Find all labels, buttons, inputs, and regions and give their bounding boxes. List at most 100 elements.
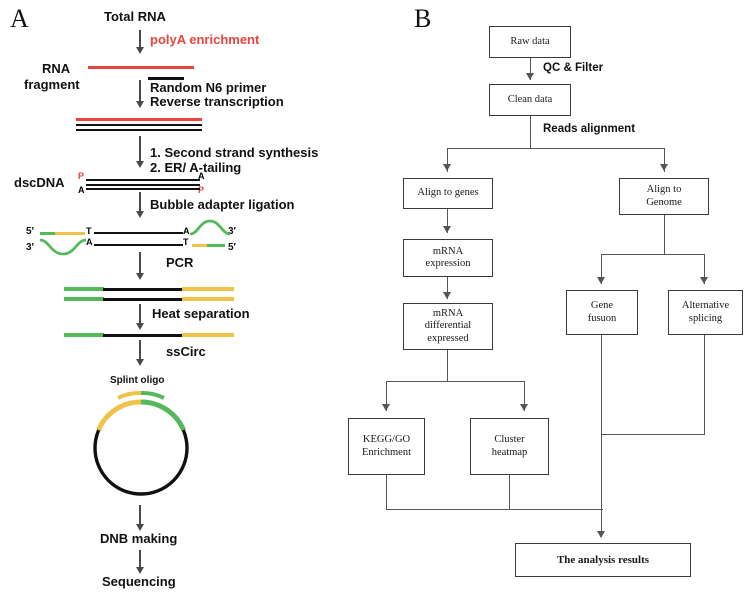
- node-align-to-genome[interactable]: Align to Genome: [619, 178, 709, 215]
- edge-bus-left-drop: [447, 147, 449, 172]
- pcr-strand1-insert: [103, 287, 183, 291]
- edge-fusion-down-to-results: [601, 335, 603, 520]
- label-rna-fragment-line1: RNA: [42, 61, 71, 76]
- ss-strand-insert: [103, 333, 183, 337]
- edge-expression-to-differential-arrowhead: [443, 292, 451, 299]
- edge-clean-to-bus: [529, 116, 531, 148]
- node-raw-data[interactable]: Raw data: [489, 26, 571, 58]
- label-splint-oligo: Splint oligo: [110, 375, 165, 386]
- node-analysis-results[interactable]: The analysis results: [515, 543, 691, 577]
- edge-bus-to-kegg: [386, 381, 388, 411]
- strand-dscdna-top: [86, 179, 200, 182]
- edge-genome-to-splicing-arrowhead: [699, 277, 708, 284]
- bubble-arc-bottom-left: [40, 238, 86, 256]
- edge-bus-left-arrowhead: [443, 164, 451, 171]
- label-heat-separation: Heat separation: [152, 306, 250, 321]
- node-cluster-heatmap[interactable]: Cluster heatmap: [470, 418, 549, 475]
- strand-dscdna-mid: [86, 183, 200, 186]
- mark-a-bottom-left: A: [86, 237, 93, 247]
- edge-bus-to-kegg-arrowhead: [382, 404, 390, 411]
- edge-genome-to-splicing: [703, 254, 705, 284]
- edge-bottom-bus: [386, 509, 603, 511]
- strand-insert-bottom: [94, 244, 183, 247]
- mark-t-bottom-right: T: [183, 237, 189, 247]
- panel-b-letter: B: [414, 4, 432, 33]
- node-gene-fusion[interactable]: Gene fusuon: [566, 290, 638, 335]
- label-pcr: PCR: [166, 255, 194, 270]
- mark-3prime-top-right: 3′: [228, 226, 236, 237]
- node-align-to-genes[interactable]: Align to genes: [403, 178, 493, 209]
- node-clean-data[interactable]: Clean data: [489, 84, 571, 116]
- edge-genome-bus: [601, 254, 705, 256]
- edge-bus-to-cluster: [523, 381, 525, 411]
- edge-bus-reads-alignment: [447, 147, 665, 149]
- mark-a-top-right: A: [183, 226, 190, 236]
- label-rna-fragment-line2: fragment: [24, 77, 80, 92]
- strand-rna-long: [88, 66, 194, 69]
- node-alternative-splicing[interactable]: Alternative splicing: [668, 290, 743, 335]
- edge-genome-to-fusion-arrowhead: [597, 277, 605, 284]
- mark-a-right: A: [198, 171, 205, 181]
- node-mrna-differential[interactable]: mRNA differential expressed: [403, 303, 493, 350]
- edge-bus-right-arrowhead: [659, 164, 668, 171]
- bubble-arc-top-right: [190, 219, 230, 236]
- label-polya-enrichment: polyA enrichment: [150, 32, 260, 47]
- edge-bus-downstream: [386, 381, 525, 383]
- edge-bus-right-drop: [663, 147, 665, 172]
- mark-5prime-bottom-right: 5′: [228, 242, 236, 253]
- label-dscdna: dscDNA: [14, 175, 65, 190]
- edge-expression-to-differential: [447, 277, 449, 299]
- adapter-gold-top-left: [55, 232, 85, 235]
- adapter-green-bottom-right: [207, 244, 225, 247]
- pcr-strand2-gold: [182, 297, 234, 301]
- edge-bus-to-results-arrowhead: [597, 531, 605, 538]
- strand-dscdna-bottom: [86, 188, 200, 191]
- pcr-strand2-insert: [103, 297, 183, 301]
- edge-label-reads-alignment: Reads alignment: [543, 123, 636, 135]
- edge-raw-to-clean: [529, 58, 531, 80]
- ss-strand-green: [64, 333, 104, 337]
- label-dnb-making: DNB making: [100, 531, 178, 546]
- strand-dna-primer: [148, 77, 184, 80]
- strand-hybrid-dna-bottom: [76, 128, 202, 131]
- node-kegg-go-enrichment[interactable]: KEGG/GO Enrichment: [348, 418, 425, 475]
- pcr-strand1-green: [64, 287, 104, 291]
- label-sscirc: ssCirc: [166, 344, 206, 359]
- node-mrna-expression[interactable]: mRNA expression: [403, 239, 493, 277]
- edge-bus-to-results: [601, 509, 603, 537]
- edge-splicing-down: [703, 335, 705, 435]
- edge-label-qc-filter: QC & Filter: [543, 62, 604, 74]
- pcr-strand1-gold: [182, 287, 234, 291]
- label-total-rna: Total RNA: [104, 9, 166, 24]
- edge-bus-to-cluster-arrowhead: [519, 404, 528, 411]
- edge-cluster-down: [509, 475, 511, 510]
- label-second-strand-synthesis: 1. Second strand synthesis: [150, 145, 319, 160]
- strand-insert-top: [94, 232, 183, 235]
- edge-genome-to-fusion: [601, 254, 603, 284]
- panel-a-letter: A: [10, 4, 29, 33]
- edge-differential-down: [447, 350, 449, 382]
- edge-genes-to-expression-arrowhead: [443, 226, 451, 233]
- mark-5prime-top-left: 5′: [26, 226, 34, 237]
- edge-raw-to-clean-arrowhead: [525, 73, 534, 80]
- label-random-primer: Random N6 primer: [150, 80, 267, 95]
- adapter-green-top-left: [40, 232, 56, 235]
- mark-3prime-bottom-left: 3′: [26, 242, 34, 253]
- label-reverse-transcription: Reverse transcription: [150, 94, 284, 109]
- edge-genome-down: [663, 215, 665, 255]
- edge-genes-to-expression: [447, 209, 449, 233]
- mark-t-top-left: T: [86, 226, 92, 236]
- strand-hybrid-rna: [76, 118, 202, 121]
- label-er-a-tailing: 2. ER/ A-tailing: [150, 160, 242, 175]
- label-sequencing: Sequencing: [102, 574, 176, 589]
- pcr-strand2-green: [64, 297, 104, 301]
- edge-splicing-join: [601, 434, 705, 436]
- ss-strand-gold: [182, 333, 234, 337]
- strand-hybrid-dna-top: [76, 124, 202, 126]
- label-bubble-adapter-ligation: Bubble adapter ligation: [150, 197, 295, 212]
- circular-ssdna: [93, 390, 189, 496]
- edge-kegg-down: [386, 475, 388, 510]
- mark-phosphate-left: P: [78, 171, 85, 181]
- mark-a-left: A: [78, 185, 85, 195]
